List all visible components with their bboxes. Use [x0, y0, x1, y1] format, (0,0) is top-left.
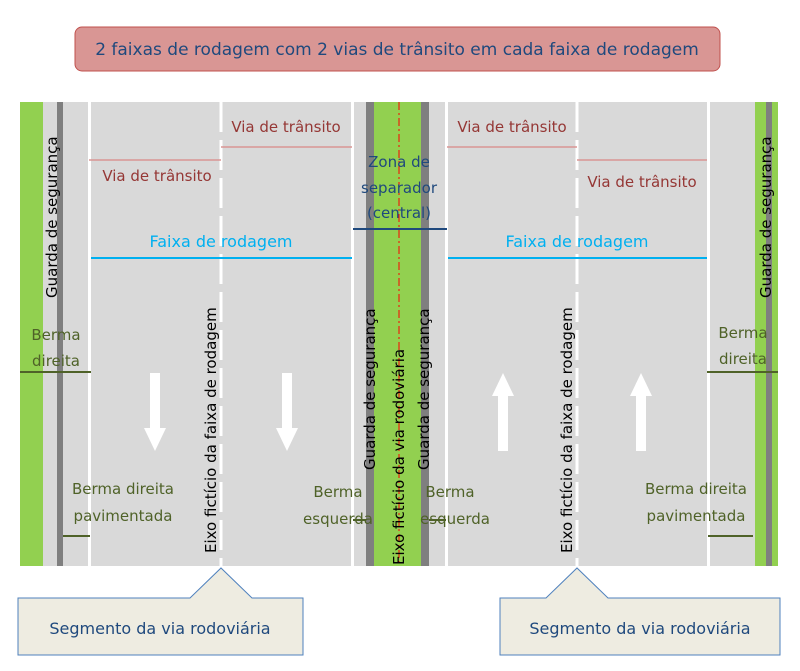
paved-shoulder-label: Berma direita	[72, 480, 174, 498]
median-label-2: separador	[361, 179, 438, 197]
segment-callout-left: Segmento da via rodoviária	[17, 567, 304, 656]
left-edge-line	[88, 102, 91, 566]
road-axis-label: Eixo fictício da via rodoviária	[390, 349, 408, 565]
title-box	[74, 26, 721, 72]
left-shoulder-label: esquerda	[420, 510, 490, 528]
carriageway-axis-label: Eixo fictício da faixa de rodagem	[202, 307, 220, 553]
segment-callout-right: Segmento da via rodoviária	[499, 567, 781, 656]
lane-label: Via de trânsito	[102, 167, 211, 185]
paved-shoulder-label: pavimentada	[647, 507, 746, 525]
segment-label: Segmento da via rodoviária	[529, 619, 750, 638]
segment-label: Segmento da via rodoviária	[49, 619, 270, 638]
median-guardrail-left	[366, 102, 374, 566]
left-shoulder-label: Berma	[313, 483, 362, 501]
median-label-1: Zona de	[368, 153, 430, 171]
guardrail-label: Guarda de segurança	[757, 136, 775, 298]
lane-label: Via de trânsito	[231, 118, 340, 136]
guardrail-label: Guarda de segurança	[43, 136, 61, 298]
left-shoulder-label: Berma	[425, 483, 474, 501]
arrow-down-icon	[276, 373, 298, 451]
median-guardrail-right	[421, 102, 429, 566]
left-inner-edge	[351, 102, 354, 566]
lane-label: Via de trânsito	[587, 173, 696, 191]
paved-shoulder-label: pavimentada	[74, 507, 173, 525]
shoulder-label: direita	[32, 352, 80, 370]
carriageway-label: Faixa de rodagem	[506, 232, 649, 251]
shoulder-label: Berma	[718, 324, 767, 342]
title: 2 faixas de rodagem com 2 vias de trânsi…	[95, 40, 699, 60]
arrow-up-icon	[630, 373, 652, 451]
arrow-up-icon	[492, 373, 514, 451]
median-green	[374, 102, 421, 566]
right-inner-edge	[445, 102, 448, 566]
left-shoulder-label: esquerda	[303, 510, 373, 528]
shoulder-label: Berma	[31, 326, 80, 344]
left-guardrail	[57, 102, 63, 566]
carriageway-axis-label: Eixo fictício da faixa de rodagem	[558, 307, 576, 553]
right-edge-line	[707, 102, 710, 566]
carriageway-label: Faixa de rodagem	[150, 232, 293, 251]
right-guardrail	[766, 102, 772, 566]
shoulder-label: direita	[719, 350, 767, 368]
median-label-3: (central)	[367, 204, 431, 222]
guardrail-label: Guarda de segurança	[415, 308, 433, 470]
left-verge	[20, 102, 43, 566]
guardrail-label: Guarda de segurança	[361, 308, 379, 470]
paved-shoulder-label: Berma direita	[645, 480, 747, 498]
arrow-down-icon	[144, 373, 166, 451]
lane-label: Via de trânsito	[457, 118, 566, 136]
